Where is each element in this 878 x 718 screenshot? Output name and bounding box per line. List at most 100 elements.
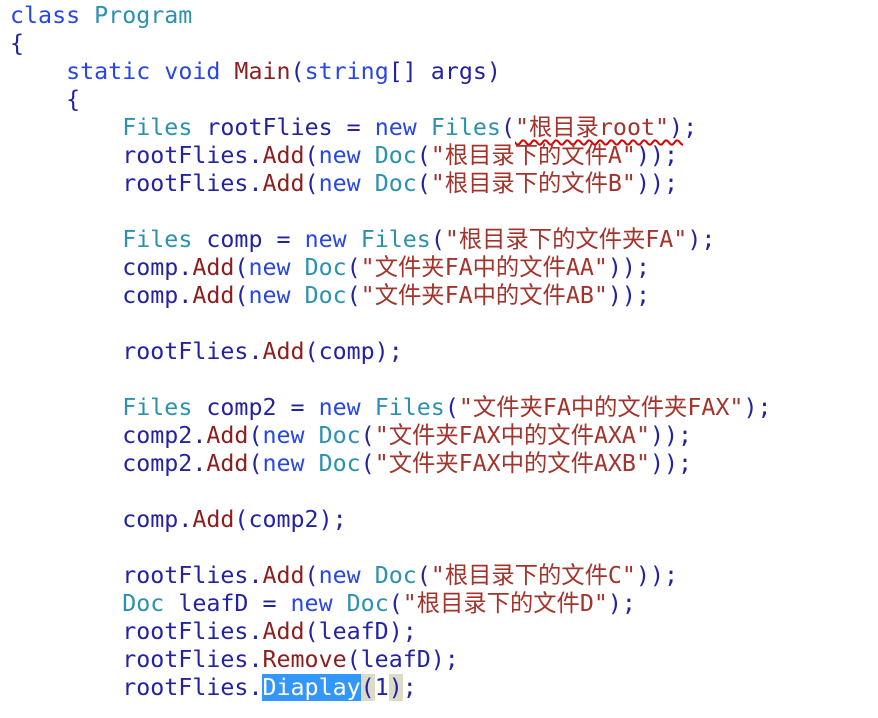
token-text: (	[360, 422, 375, 449]
token-text: );	[607, 590, 636, 617]
token-text: ));	[635, 170, 679, 197]
token-text: (	[500, 114, 515, 141]
token-type: Files	[360, 226, 431, 253]
token-keyword: new	[248, 282, 305, 309]
token-text	[10, 58, 66, 85]
token-string: "文件夹FA中的文件AB"	[360, 282, 608, 309]
token-text: ));	[635, 142, 679, 169]
token-keyword: new	[262, 422, 319, 449]
code-line-9: Files comp = new Files("根目录下的文件夹FA");	[10, 226, 878, 254]
code-line-3: static void Main(string[] args)	[10, 58, 878, 86]
token-text: (	[416, 142, 431, 169]
token-type: Doc	[122, 590, 165, 617]
token-text: );	[687, 226, 716, 253]
token-text: ));	[635, 562, 679, 589]
token-type: Doc	[304, 282, 347, 309]
token-text: comp2.	[10, 422, 207, 449]
token-method: Add	[192, 282, 235, 309]
token-text	[10, 226, 122, 253]
token-keyword: new	[262, 450, 319, 477]
token-string: "根目录下的文件A"	[430, 142, 636, 169]
token-type: Doc	[304, 254, 347, 281]
token-text: ));	[607, 254, 650, 281]
token-text: );	[743, 394, 772, 421]
token-text: (	[346, 282, 361, 309]
token-string: "根目录下的文件C"	[430, 562, 636, 589]
token-keyword: new	[290, 590, 347, 617]
code-line-15: Files comp2 = new Files("文件夹FA中的文件夹FAX")…	[10, 394, 878, 422]
token-text: rootFlies.	[10, 562, 263, 589]
code-line-21: rootFlies.Add(new Doc("根目录下的文件C"));	[10, 562, 878, 590]
code-line-24: rootFlies.Remove(leafD);	[10, 646, 878, 674]
token-text	[10, 394, 122, 421]
token-keyword: new	[374, 114, 431, 141]
token-text: (	[234, 282, 249, 309]
brace-match-highlight: )	[388, 674, 403, 701]
token-keyword: new	[304, 226, 361, 253]
token-text	[10, 114, 122, 141]
code-line-18	[10, 478, 878, 506]
token-text: comp.	[10, 254, 193, 281]
code-line-23: rootFlies.Add(leafD);	[10, 618, 878, 646]
token-type: Doc	[374, 170, 417, 197]
code-line-16: comp2.Add(new Doc("文件夹FAX中的文件AXA"));	[10, 422, 878, 450]
code-line-12	[10, 310, 878, 338]
token-keyword: new	[248, 254, 305, 281]
token-text: ;	[402, 674, 417, 701]
token-type: Doc	[346, 590, 389, 617]
token-text: [] args)	[388, 58, 501, 85]
token-method: Add	[192, 506, 235, 533]
token-text: ;	[683, 114, 698, 141]
token-keyword: new	[318, 142, 375, 169]
token-string: "文件夹FA中的文件夹FAX"	[458, 394, 744, 421]
token-text: rootFlies.	[10, 338, 263, 365]
code-lines: class Program{ static void Main(string[]…	[10, 2, 878, 702]
code-line-2: {	[10, 30, 878, 58]
token-type: Doc	[374, 142, 417, 169]
token-text: rootFlies.	[10, 142, 263, 169]
token-keyword: new	[318, 394, 375, 421]
token-method: Add	[262, 170, 305, 197]
token-text: (	[290, 58, 305, 85]
code-line-19: comp.Add(comp2);	[10, 506, 878, 534]
token-type: Files	[122, 226, 193, 253]
token-text: (leafD);	[346, 646, 459, 673]
token-text: {	[10, 30, 25, 57]
token-text: comp.	[10, 282, 193, 309]
token-type: Program	[94, 2, 193, 29]
code-line-1: class Program	[10, 2, 878, 30]
token-text: rootFlies =	[192, 114, 375, 141]
token-text: (	[248, 422, 263, 449]
token-text: (	[430, 226, 445, 253]
token-text: rootFlies.	[10, 170, 263, 197]
token-text: {	[10, 86, 81, 113]
token-string: "文件夹FA中的文件AA"	[360, 254, 608, 281]
token-type: Files	[430, 114, 501, 141]
code-line-8	[10, 198, 878, 226]
code-line-20	[10, 534, 878, 562]
token-method: Main	[234, 58, 291, 85]
code-line-6: rootFlies.Add(new Doc("根目录下的文件A"));	[10, 142, 878, 170]
code-line-25: rootFlies.Diaplay(1);	[10, 674, 878, 702]
code-line-7: rootFlies.Add(new Doc("根目录下的文件B"));	[10, 170, 878, 198]
token-type: Files	[122, 394, 193, 421]
token-method: Add	[262, 618, 305, 645]
token-text: (	[444, 394, 459, 421]
error-squiggle-token: )	[669, 114, 684, 141]
token-text: (	[388, 590, 403, 617]
token-string: "文件夹FAX中的文件AXA"	[374, 422, 650, 449]
code-line-4: {	[10, 86, 878, 114]
token-text: ));	[650, 450, 693, 477]
code-line-17: comp2.Add(new Doc("文件夹FAX中的文件AXB"));	[10, 450, 878, 478]
token-text: comp2.	[10, 450, 207, 477]
token-string: "根目录下的文件B"	[430, 170, 636, 197]
token-text: (	[360, 450, 375, 477]
token-string: "根目录下的文件夹FA"	[444, 226, 688, 253]
code-line-22: Doc leafD = new Doc("根目录下的文件D");	[10, 590, 878, 618]
token-keyword: new	[318, 562, 375, 589]
token-method: Add	[262, 562, 305, 589]
token-text: (leafD);	[304, 618, 417, 645]
token-text: comp =	[192, 226, 305, 253]
brace-match-highlight: (	[360, 674, 375, 701]
